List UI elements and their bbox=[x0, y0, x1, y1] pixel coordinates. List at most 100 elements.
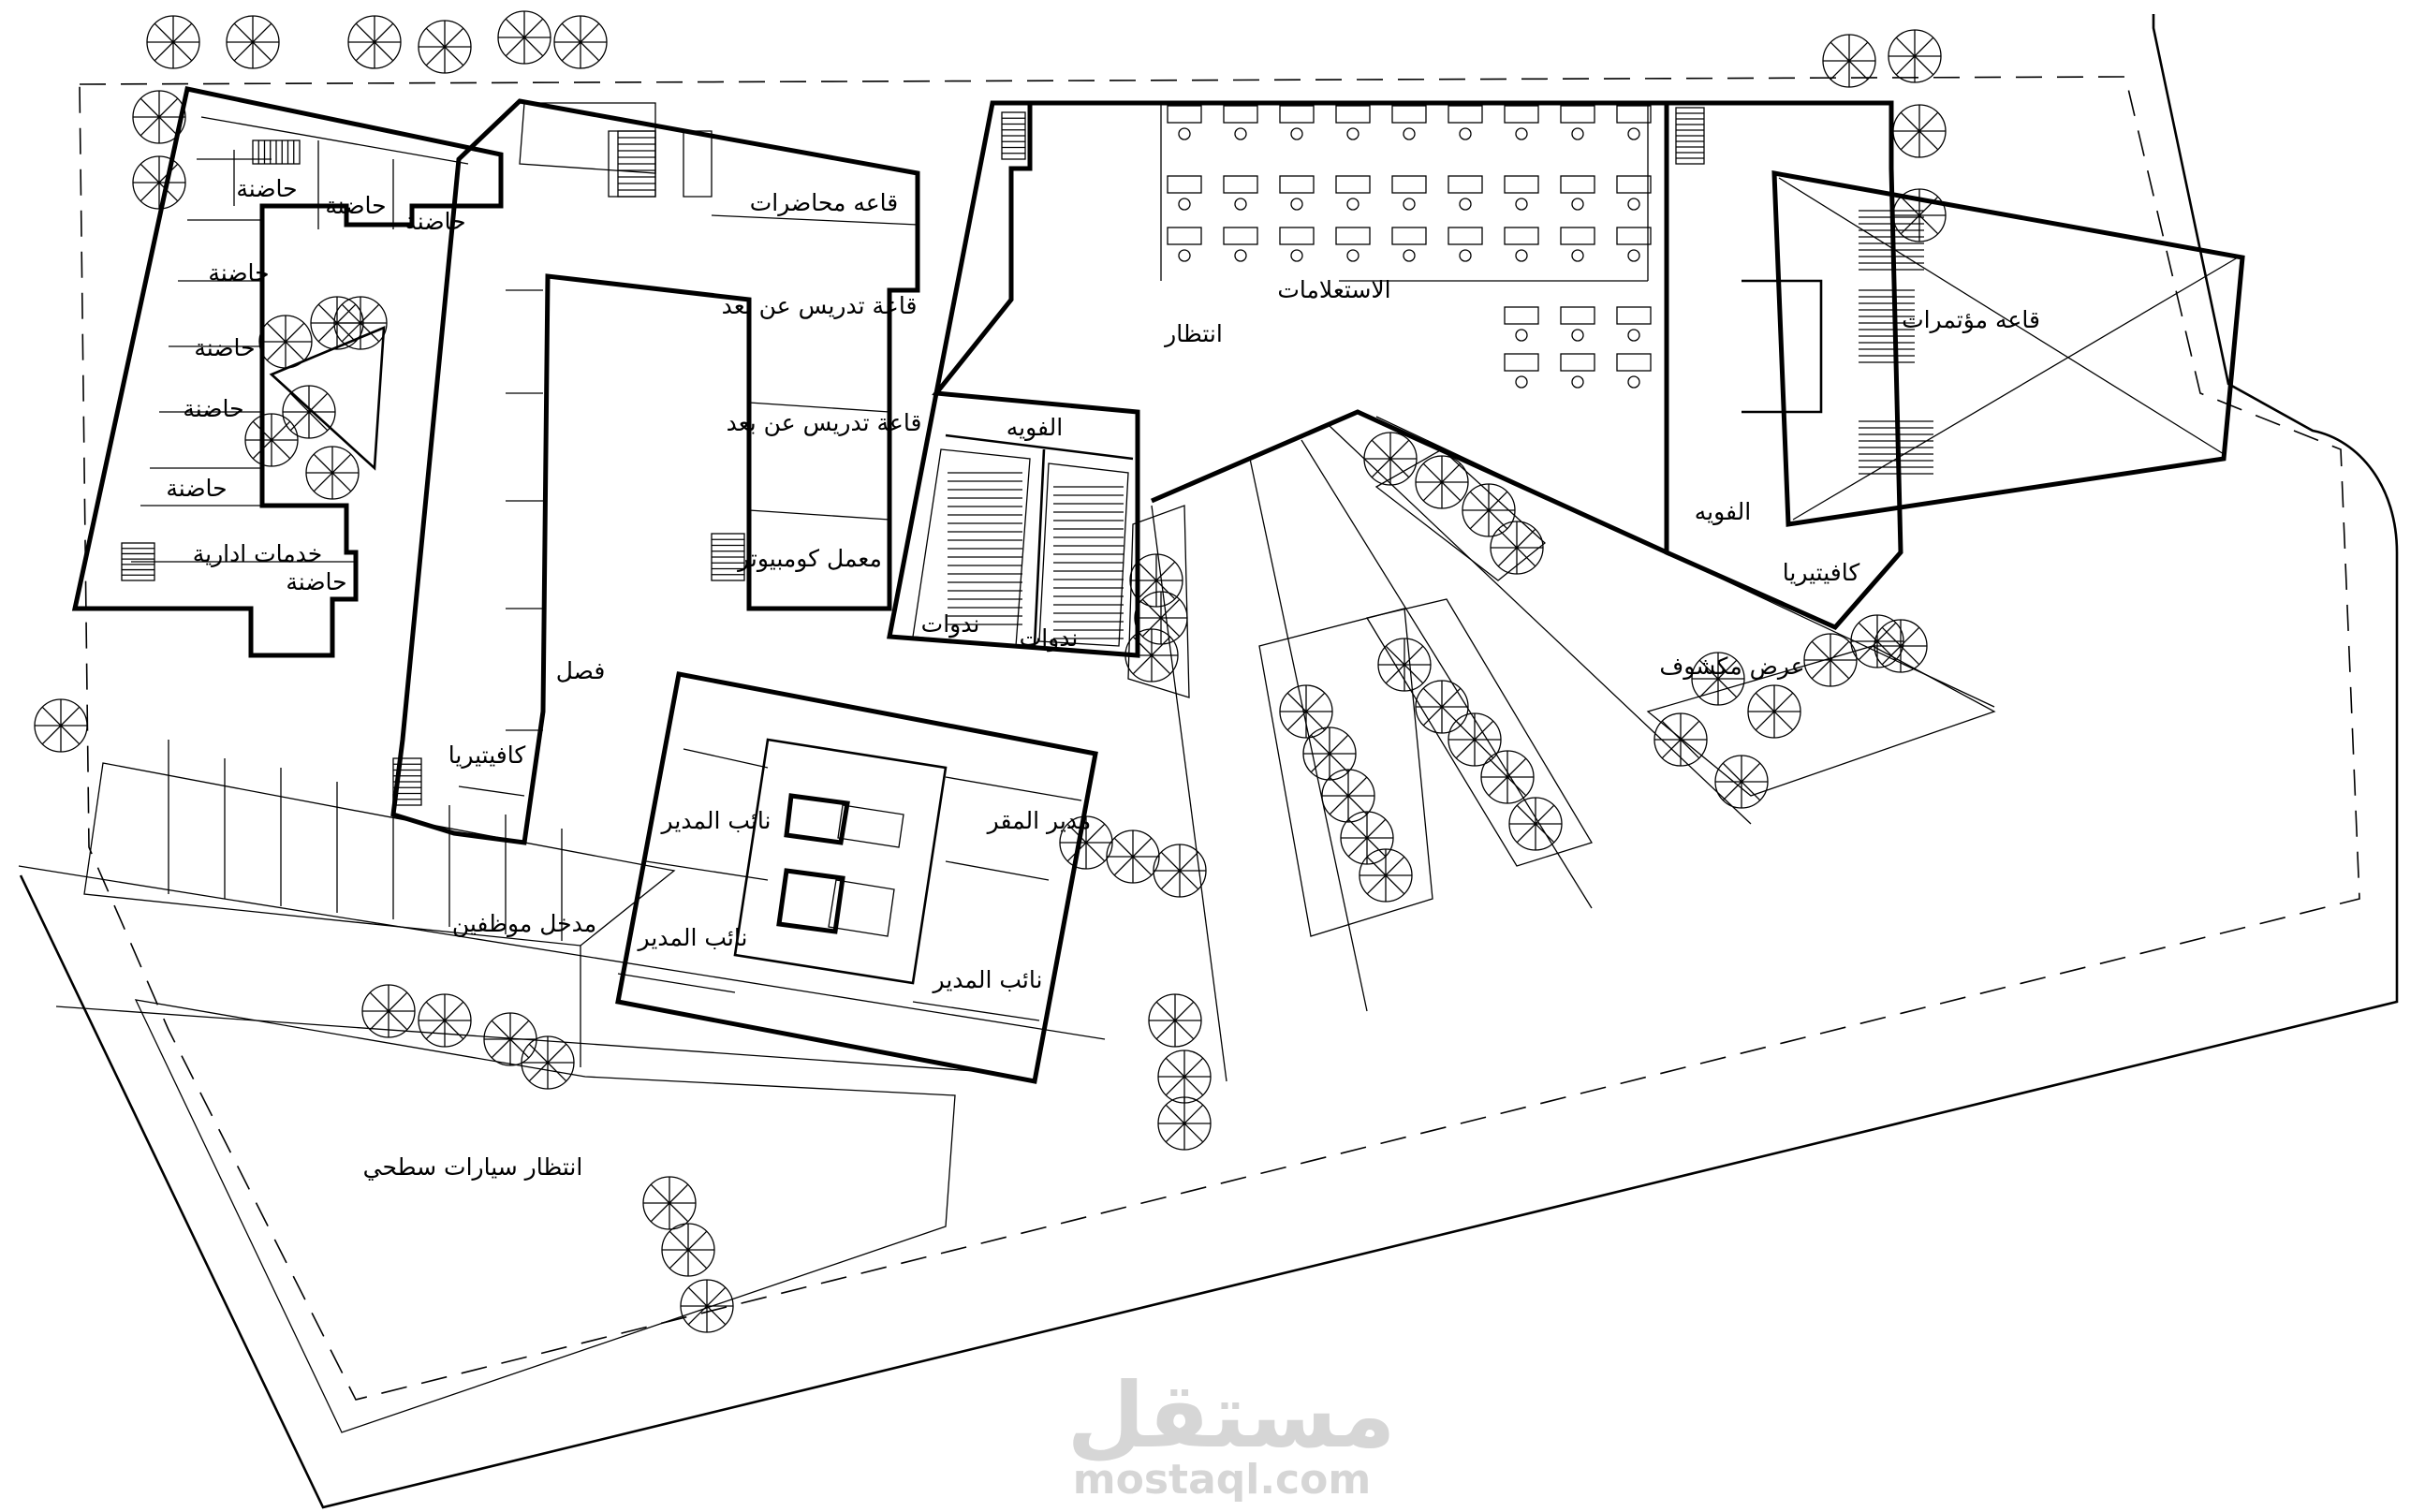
watermark-logo: مستقل bbox=[1066, 1363, 1395, 1468]
desk-icon bbox=[1504, 175, 1539, 211]
label-deputy-director-2: نائب المدير bbox=[637, 924, 748, 951]
label-nursery-7: حاضنة bbox=[166, 475, 227, 502]
stair-icon bbox=[711, 533, 745, 581]
tree-icon bbox=[1892, 104, 1947, 158]
tree-icon bbox=[1415, 680, 1469, 734]
tree-icon bbox=[244, 413, 299, 467]
desk-icon bbox=[1448, 227, 1483, 262]
label-nursery-3: حاضنة bbox=[404, 208, 465, 235]
tree-icon bbox=[1714, 755, 1769, 809]
tree-icon bbox=[521, 1035, 575, 1090]
label-conference-hall: قاعه مؤتمرات bbox=[1902, 306, 2040, 333]
desk-icon bbox=[1391, 105, 1427, 140]
tree-icon bbox=[282, 385, 336, 439]
label-cafeteria-west: كافيتيريا bbox=[448, 741, 526, 769]
tree-icon bbox=[1157, 1050, 1212, 1104]
stair-icon bbox=[617, 130, 656, 198]
label-outdoor-display: عرض مكشوف bbox=[1659, 653, 1804, 680]
label-nursery-8: حاضنة bbox=[286, 568, 346, 595]
label-nursery-6: حاضنة bbox=[183, 395, 243, 422]
desk-icon bbox=[1279, 105, 1315, 140]
stair-icon bbox=[121, 542, 155, 581]
stair-icon bbox=[392, 757, 422, 806]
tree-icon bbox=[1124, 628, 1179, 683]
watermark-site: mostaql.com bbox=[1073, 1456, 1371, 1504]
auditorium-seating bbox=[121, 107, 1933, 806]
tree-icon bbox=[1653, 712, 1708, 767]
label-inquiries: الاستعلامات bbox=[1277, 276, 1390, 303]
label-waiting: انتظار bbox=[1163, 320, 1223, 347]
office-desks bbox=[1167, 105, 1652, 389]
stair-icon bbox=[252, 139, 301, 165]
tree-icon bbox=[483, 1012, 537, 1066]
tree-icon bbox=[1157, 1096, 1212, 1151]
tree-icon bbox=[1490, 521, 1544, 575]
label-nursery-1: حاضنة bbox=[236, 175, 297, 202]
desk-icon bbox=[1616, 306, 1652, 342]
room-labels: حاضنة حاضنة حاضنة حاضنة حاضنة حاضنة حاضن… bbox=[166, 175, 2040, 1181]
trees bbox=[34, 10, 1947, 1333]
desk-icon bbox=[1391, 175, 1427, 211]
desk-icon bbox=[1616, 353, 1652, 389]
desk-icon bbox=[1279, 175, 1315, 211]
desk-icon bbox=[1167, 227, 1202, 262]
desk-icon bbox=[1167, 105, 1202, 140]
nursery-wing bbox=[71, 86, 504, 658]
desk-icon bbox=[1504, 227, 1539, 262]
tree-icon bbox=[1321, 769, 1375, 823]
tree-icon bbox=[1340, 811, 1394, 865]
desk-icon bbox=[1223, 227, 1258, 262]
desk-icon bbox=[1223, 175, 1258, 211]
label-director-hq: مدير المقر bbox=[986, 807, 1092, 834]
tree-icon bbox=[347, 15, 402, 69]
tree-icon bbox=[258, 315, 313, 369]
label-classroom: فصل bbox=[556, 657, 606, 684]
label-admin-services: خدمات ادارية bbox=[193, 540, 323, 567]
tree-icon bbox=[680, 1279, 734, 1333]
label-surface-parking: انتظار سيارات سطحي bbox=[363, 1153, 583, 1181]
desk-icon bbox=[1448, 175, 1483, 211]
tree-icon bbox=[1888, 29, 1942, 83]
inquiry-zone bbox=[1011, 100, 1669, 556]
label-computer-lab: معمل كومبيوتر bbox=[736, 545, 882, 572]
label-remote-teaching-1: قاعة تدريس عن بعد bbox=[722, 292, 918, 319]
tree-icon bbox=[1106, 829, 1160, 884]
desk-icon bbox=[1335, 227, 1371, 262]
label-nursery-5: حاضنة bbox=[194, 334, 255, 361]
tree-icon bbox=[132, 90, 186, 144]
tree-icon bbox=[1134, 591, 1188, 645]
tree-icon bbox=[1462, 483, 1516, 537]
label-deputy-director-3: نائب المدير bbox=[932, 966, 1043, 993]
stair-icon bbox=[1001, 111, 1026, 160]
label-deputy-director-1: نائب المدير bbox=[660, 807, 772, 834]
seminar-halls bbox=[887, 100, 1140, 658]
desk-icon bbox=[1448, 105, 1483, 140]
tree-icon bbox=[1059, 815, 1113, 870]
tree-icon bbox=[1148, 993, 1202, 1048]
tree-icon bbox=[1691, 652, 1745, 706]
watermark: مستقل mostaql.com bbox=[1066, 1363, 1395, 1504]
tree-icon bbox=[1302, 727, 1357, 781]
tree-icon bbox=[1129, 553, 1183, 608]
tree-icon bbox=[1480, 750, 1535, 804]
label-cafeteria-east: كافيتيريا bbox=[1783, 559, 1860, 586]
desk-icon bbox=[1616, 105, 1652, 140]
tree-icon bbox=[1448, 712, 1502, 767]
desk-icon bbox=[1504, 105, 1539, 140]
label-remote-teaching-2: قاعة تدريس عن بعد bbox=[727, 409, 922, 436]
desk-icon bbox=[1279, 227, 1315, 262]
tree-icon bbox=[1359, 848, 1413, 903]
tree-icon bbox=[1803, 633, 1858, 687]
desk-icon bbox=[1335, 105, 1371, 140]
tree-icon bbox=[661, 1223, 715, 1277]
tree-icon bbox=[1508, 797, 1563, 851]
desk-icon bbox=[1560, 306, 1595, 342]
tree-icon bbox=[1892, 188, 1947, 242]
tree-icon bbox=[146, 15, 200, 69]
site-boundary bbox=[18, 14, 2399, 1509]
desk-icon bbox=[1616, 175, 1652, 211]
tree-icon bbox=[1850, 614, 1904, 668]
desk-icon bbox=[1560, 175, 1595, 211]
tree-icon bbox=[1279, 684, 1333, 739]
tree-icon bbox=[361, 984, 416, 1038]
